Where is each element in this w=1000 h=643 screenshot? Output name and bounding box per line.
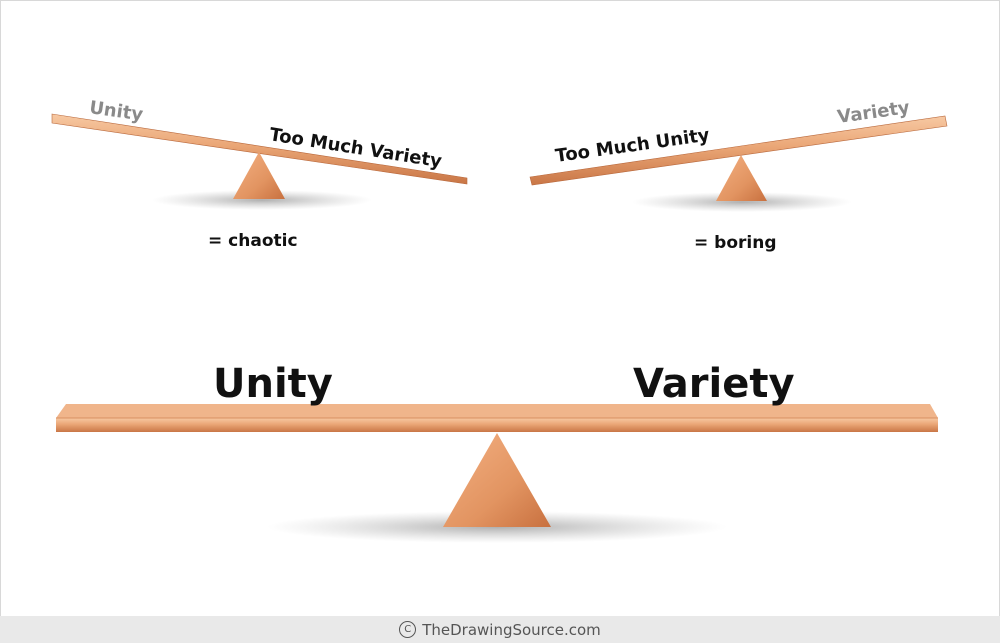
footer-source-text: TheDrawingSource.com	[422, 620, 601, 639]
left-seesaw	[51, 113, 468, 210]
right-seesaw-fulcrum	[716, 155, 767, 201]
seesaw-illustration	[51, 113, 948, 543]
right-seesaw	[529, 115, 948, 212]
balanced-unity-label: Unity	[213, 361, 333, 407]
footer: C TheDrawingSource.com	[0, 616, 1000, 643]
left-seesaw-fulcrum	[233, 152, 285, 199]
balanced-seesaw-fulcrum	[443, 433, 551, 527]
right-seesaw-plank	[529, 115, 948, 186]
right-seesaw-result-text: = boring	[694, 233, 777, 253]
left-seesaw-plank	[51, 113, 468, 185]
balanced-seesaw	[56, 404, 938, 543]
balanced-variety-label: Variety	[633, 361, 795, 407]
balanced-seesaw-plank-front	[56, 418, 938, 432]
left-seesaw-result-text: = chaotic	[208, 231, 298, 251]
balanced-seesaw-plank-top	[56, 404, 938, 418]
copyright-icon: C	[399, 621, 417, 638]
right-seesaw-shadow	[632, 192, 852, 212]
left-seesaw-shadow	[152, 190, 372, 210]
